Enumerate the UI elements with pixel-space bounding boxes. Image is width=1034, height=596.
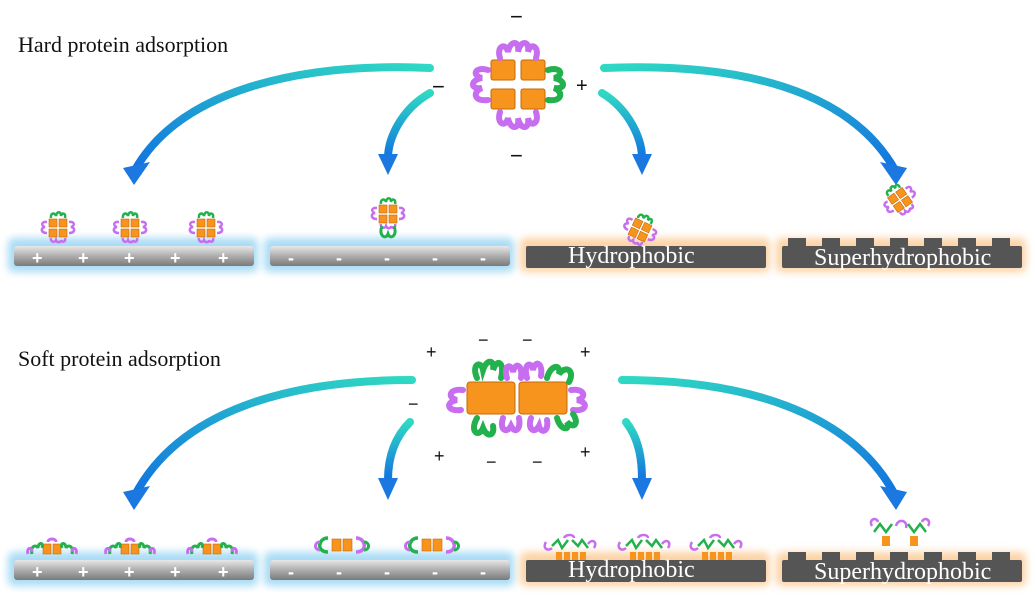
hard-adsorbed-negative <box>370 197 406 230</box>
arrow-soft-to-hydrophobic <box>622 418 646 484</box>
soft-charge-4: + <box>580 342 591 362</box>
svg-text:-: - <box>432 562 438 582</box>
svg-text:+: + <box>32 562 43 582</box>
svg-text:-: - <box>432 248 438 268</box>
svg-text:-: - <box>384 562 390 582</box>
hard-charge-right: + <box>576 75 588 97</box>
arrow-hard-to-positive <box>131 63 434 174</box>
arrowhead-hard-negative <box>378 154 398 175</box>
soft-adsorbed-positive-2 <box>104 537 156 556</box>
svg-text:-: - <box>336 248 342 268</box>
label-hydrophobic-hard: Hydrophobic <box>568 243 695 269</box>
arrowhead-soft-hydrophobic <box>632 478 652 500</box>
label-superhydrophobic-soft: Superhydrophobic <box>814 559 991 585</box>
label-superhydrophobic-hard: Superhydrophobic <box>814 245 991 271</box>
soft-adsorbed-positive-1 <box>26 537 78 556</box>
svg-text:-: - <box>288 248 294 268</box>
arrow-hard-to-negative <box>384 89 434 162</box>
arrow-hard-to-superhydrophobic <box>600 63 899 174</box>
arrowhead-soft-positive <box>123 486 150 510</box>
soft-adsorbed-negative-1 <box>313 536 371 554</box>
soft-adsorbed-superhydrophobic <box>869 517 931 548</box>
soft-charge-6: + <box>434 446 445 466</box>
svg-text:-: - <box>480 562 486 582</box>
surface-hydrophobic-soft: Hydrophobic <box>520 552 770 586</box>
arrow-soft-to-positive <box>131 376 416 499</box>
hard-adsorbed-superhydrophobic <box>876 176 923 223</box>
arrowhead-hard-hydrophobic <box>632 154 652 175</box>
label-hydrophobic-soft: Hydrophobic <box>568 557 695 583</box>
svg-text:+: + <box>170 248 181 268</box>
soft-adsorbed-negative-2 <box>403 536 461 554</box>
soft-charge-1: + <box>426 342 437 362</box>
svg-text:+: + <box>124 248 135 268</box>
arrowhead-soft-negative <box>378 478 398 500</box>
hard-charge-left: − <box>432 74 445 99</box>
svg-text:+: + <box>170 562 181 582</box>
svg-text:+: + <box>124 562 135 582</box>
surface-superhydrophobic-soft: Superhydrophobic <box>776 552 1026 586</box>
arrowhead-hard-positive <box>123 162 150 185</box>
svg-text:+: + <box>218 562 229 582</box>
hard-adsorbed-positive-3 <box>188 211 224 244</box>
soft-protein-molecule <box>449 362 585 435</box>
arrowhead-hard-superhydrophobic <box>880 162 907 185</box>
svg-text:-: - <box>384 248 390 268</box>
surface-positive-soft: + + + + + <box>8 552 258 586</box>
svg-text:+: + <box>218 248 229 268</box>
soft-charge-3: − <box>522 330 533 350</box>
soft-charge-7: − <box>486 452 497 472</box>
hard-adsorbed-positive-1 <box>40 211 76 244</box>
arrow-soft-to-superhydrophobic <box>618 376 899 499</box>
hard-protein-molecule <box>473 43 563 127</box>
svg-text:-: - <box>480 248 486 268</box>
svg-text:-: - <box>288 562 294 582</box>
hard-protein-title: Hard protein adsorption <box>18 32 229 57</box>
surface-negative-hard: - - - - - <box>264 238 514 272</box>
soft-charge-2: − <box>478 330 489 350</box>
surface-superhydrophobic-hard: Superhydrophobic <box>776 238 1026 272</box>
svg-text:+: + <box>32 248 43 268</box>
soft-charge-8: − <box>532 452 543 472</box>
soft-charge-9: + <box>580 442 591 462</box>
hard-adsorbed-positive-2 <box>112 211 148 244</box>
arrow-soft-to-negative <box>384 418 414 484</box>
soft-adsorbed-positive-3 <box>186 537 238 556</box>
surface-positive-hard: + + + + + <box>8 238 258 272</box>
arrow-hard-to-hydrophobic <box>598 89 646 162</box>
green-loop-anchor <box>379 225 397 239</box>
svg-text:-: - <box>336 562 342 582</box>
hard-charge-bottom: − <box>510 143 523 168</box>
surface-negative-soft: - - - - - <box>264 552 514 586</box>
svg-text:+: + <box>78 248 89 268</box>
soft-charge-5: − <box>408 394 419 414</box>
svg-text:+: + <box>78 562 89 582</box>
arrowhead-soft-superhydrophobic <box>880 486 907 510</box>
soft-protein-title: Soft protein adsorption <box>18 346 221 371</box>
hard-charge-top: − <box>510 4 523 29</box>
surface-hydrophobic-hard: Hydrophobic <box>520 238 770 272</box>
